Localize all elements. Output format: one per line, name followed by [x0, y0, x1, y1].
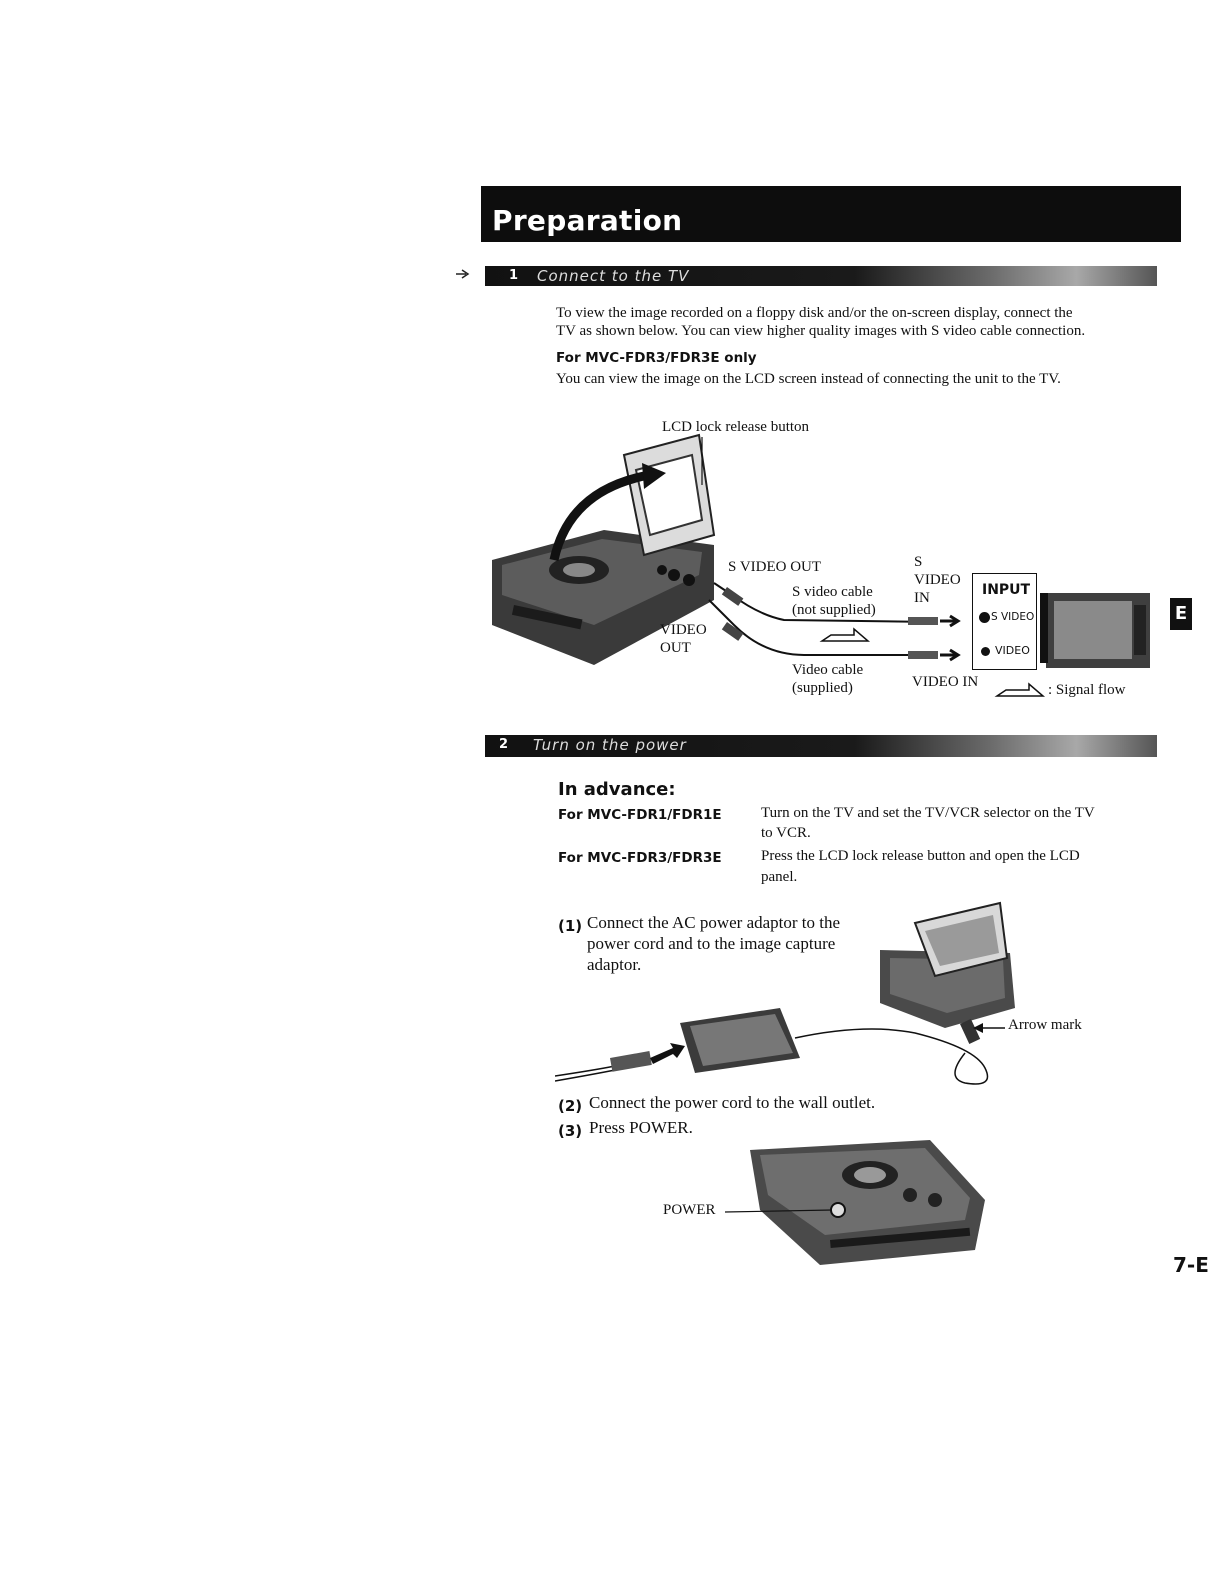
page-title: Preparation [492, 204, 683, 237]
note-text: You can view the image on the LCD screen… [556, 371, 1061, 387]
video-out-label-2: OUT [660, 640, 691, 656]
section-2-number: 2 [499, 737, 509, 752]
input-video-label: VIDEO [995, 644, 1030, 657]
s-video-out-label: S VIDEO OUT [728, 559, 822, 575]
advance-heading: In advance: [558, 779, 676, 800]
language-side-tab: E [1170, 598, 1192, 630]
section-2-title: Turn on the power [533, 736, 687, 754]
lcd-lock-release-label: LCD lock release button [662, 419, 810, 435]
arrow-mark-label: Arrow mark [1008, 1017, 1082, 1033]
section-marker-icon [456, 269, 470, 279]
section-1-bar: 1 Connect to the TV [485, 266, 1157, 286]
page-number: 7-E [1173, 1253, 1209, 1277]
s-video-cable-note: (not supplied) [792, 602, 876, 618]
section-2-bar: 2 Turn on the power [485, 735, 1157, 757]
video-jack-icon [981, 647, 990, 656]
step-3-text: Press POWER. [589, 1118, 693, 1137]
model-text-fdr3-line2: panel. [761, 869, 798, 885]
step-3-number: (3) [558, 1122, 583, 1140]
step-2-number: (2) [558, 1097, 583, 1115]
step-1-line-3: adaptor. [587, 955, 642, 974]
input-s-video-label: S VIDEO [991, 611, 1035, 623]
tv-input-panel: INPUT S VIDEO VIDEO [972, 573, 1037, 670]
model-text-fdr1-line1: Turn on the TV and set the TV/VCR select… [761, 805, 1095, 821]
step-1-line-1: Connect the AC power adaptor to the [587, 913, 841, 932]
step-1-line-2: power cord and to the image capture [587, 934, 836, 953]
tv-connection-diagram: INPUT S VIDEO VIDEO LCD lock release but… [484, 415, 1164, 715]
model-text-fdr3-line1: Press the LCD lock release button and op… [761, 848, 1080, 864]
power-button-illustration [724, 1140, 985, 1265]
s-video-in-label-2: VIDEO [914, 572, 961, 588]
signal-flow-label: : Signal flow [1048, 682, 1126, 698]
s-video-cable-label: S video cable [792, 584, 873, 600]
section-1-title: Connect to the TV [537, 267, 690, 285]
step-1-number: (1) [558, 917, 583, 935]
ac-adaptor-illustration [555, 901, 1015, 1085]
input-panel-title: INPUT [982, 582, 1031, 598]
connection-illustration [492, 433, 1150, 697]
intro-line-1: To view the image recorded on a floppy d… [556, 305, 1073, 321]
model-text-fdr1-line2: to VCR. [761, 825, 811, 841]
video-cable-note: (supplied) [792, 680, 853, 696]
s-video-jack-icon [979, 612, 990, 623]
step-2-text: Connect the power cord to the wall outle… [589, 1093, 876, 1112]
title-bar [481, 186, 1181, 242]
model-label-fdr1: For MVC-FDR1/FDR1E [558, 807, 722, 823]
intro-line-2: TV as shown below. You can view higher q… [556, 323, 1086, 339]
note-heading: For MVC-FDR3/FDR3E only [556, 350, 757, 366]
video-out-label-1: VIDEO [660, 622, 707, 638]
s-video-in-label-3: IN [914, 590, 930, 606]
power-label: POWER [663, 1202, 716, 1218]
section-1-number: 1 [509, 268, 519, 283]
video-cable-label: Video cable [792, 662, 864, 678]
video-in-label: VIDEO IN [912, 674, 979, 690]
model-label-fdr3: For MVC-FDR3/FDR3E [558, 850, 722, 866]
s-video-in-label-1: S [914, 554, 923, 570]
